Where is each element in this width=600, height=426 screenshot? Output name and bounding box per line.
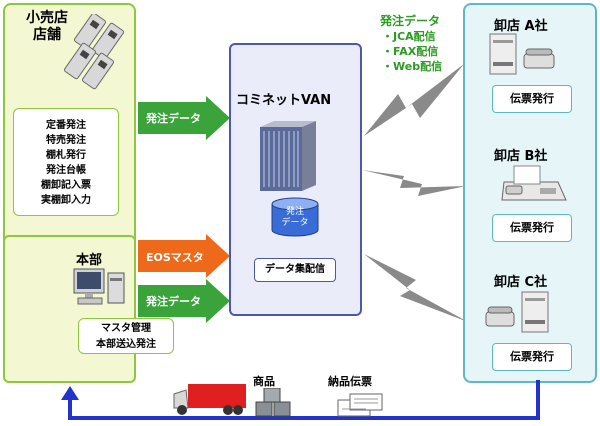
wholesaler-b-name: 卸店 B社 (494, 149, 548, 164)
retail-store-title: 小売店 店舗 (18, 10, 76, 44)
retail-store-title-line2: 店舗 (33, 27, 61, 43)
delivery-slip-label: 納品伝票 (328, 375, 372, 388)
retail-task-list: 定番発注 特売発注 棚札発行 発注台帳 棚卸記入票 実棚卸入力 (13, 108, 119, 216)
headquarters-title: 本部 (76, 253, 103, 268)
distribution-list: ・JCA配信 ・FAX配信 ・Web配信 (382, 29, 442, 74)
desktop-pc-icon (73, 268, 125, 305)
wholesaler-b-slip-issue: 伝票発行 (492, 214, 572, 242)
distribution-heading: 発注データ (380, 14, 441, 28)
order-data-arrow-top (138, 96, 230, 140)
goods-label: 商品 (253, 375, 275, 388)
eos-master-arrow-label: EOSマスタ (146, 251, 204, 264)
wholesaler-a-name: 卸店 A社 (494, 19, 548, 34)
database-icon (271, 197, 319, 237)
lightning-bolt-icon-a (364, 64, 464, 136)
distribution-item-fax: ・FAX配信 (382, 45, 439, 58)
database-label-line2: データ (281, 218, 309, 228)
task-special-order: 特売発注 (46, 135, 86, 146)
headquarters-panel (3, 235, 136, 383)
wholesaler-c-name: 卸店 C社 (494, 275, 548, 290)
distribution-item-jca: ・JCA配信 (382, 30, 436, 43)
retail-store-title-line1: 小売店 (26, 10, 68, 26)
task-master-management: マスタ管理 (101, 323, 151, 334)
task-order-ledger: 発注台帳 (46, 165, 86, 176)
task-inventory-sheet: 棚卸記入票 (41, 180, 91, 191)
van-title: コミネットVAN (236, 93, 332, 108)
task-regular-order: 定番発注 (46, 120, 86, 131)
data-collect-distribute-box: データ集配信 (254, 258, 336, 282)
task-inventory-input: 実棚卸入力 (41, 195, 91, 206)
server-rack-icon (260, 121, 316, 191)
lightning-bolt-icon-b (362, 170, 466, 196)
database-label-line1: 発注 (285, 207, 304, 217)
lightning-bolt-icon-c (364, 254, 468, 322)
delivery-truck-icon (173, 384, 246, 415)
delivery-return-arrow (61, 380, 540, 420)
eos-master-arrow (138, 234, 230, 278)
database-label: 発注 データ (270, 207, 320, 229)
task-shelf-label: 棚札発行 (46, 150, 86, 161)
handheld-terminal-icon (63, 14, 125, 90)
distribution-item-web: ・Web配信 (382, 60, 443, 73)
server-phone-icon-a (489, 33, 555, 75)
goods-boxes-icon (255, 388, 291, 417)
order-data-arrow-top-label: 発注データ (146, 112, 201, 125)
wholesaler-a-slip-issue: 伝票発行 (492, 85, 572, 113)
delivery-slip-icon (337, 393, 383, 417)
wholesaler-c-slip-issue: 伝票発行 (492, 343, 572, 371)
fax-machine-icon-b (501, 165, 567, 201)
server-phone-icon-c (485, 291, 549, 333)
order-data-arrow-bottom-label: 発注データ (146, 295, 201, 308)
order-data-arrow-bottom (138, 279, 230, 323)
hq-task-list: マスタ管理 本部送込発注 (78, 318, 174, 354)
task-hq-push-order: 本部送込発注 (96, 339, 156, 350)
